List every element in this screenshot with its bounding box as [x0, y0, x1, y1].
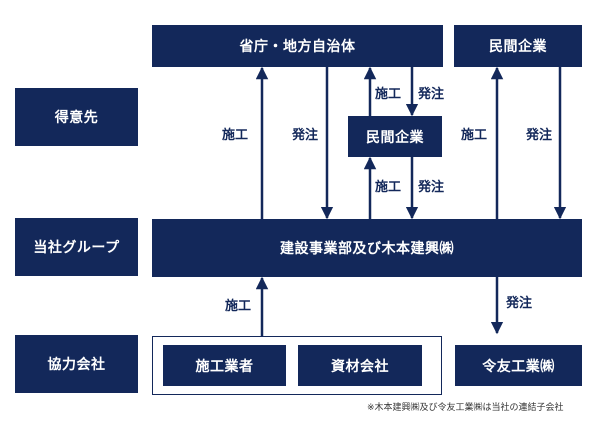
government-box: 省庁・地方自治体: [152, 25, 443, 67]
label-reiyu-order: 発注: [506, 296, 533, 311]
label-mid-top-order: 発注: [418, 87, 445, 102]
row-label-clients: 得意先: [15, 88, 138, 146]
private-company-top-box: 民間企業: [454, 25, 582, 67]
label-mid-top-construction: 施工: [375, 87, 402, 102]
reiyu-box: 令友工業㈱: [455, 345, 582, 386]
label-right-construction: 施工: [461, 128, 488, 143]
row-label-partners: 協力会社: [15, 335, 138, 393]
main-group-box: 建設事業部及び木本建興㈱: [152, 219, 582, 277]
label-gov-order: 発注: [292, 128, 319, 143]
row-label-group: 当社グループ: [15, 218, 138, 276]
footnote: ※木本建興㈱及び令友工業㈱は当社の連結子会社: [367, 403, 564, 413]
contractor-box: 施工業者: [163, 345, 286, 386]
private-company-mid-box: 民間企業: [348, 116, 442, 157]
label-partner-construction: 施工: [225, 299, 252, 314]
label-gov-construction: 施工: [222, 128, 249, 143]
materials-company-box: 資材会社: [298, 345, 422, 386]
label-mid-bottom-construction: 施工: [375, 180, 402, 195]
label-right-order: 発注: [526, 128, 553, 143]
label-mid-bottom-order: 発注: [418, 180, 445, 195]
